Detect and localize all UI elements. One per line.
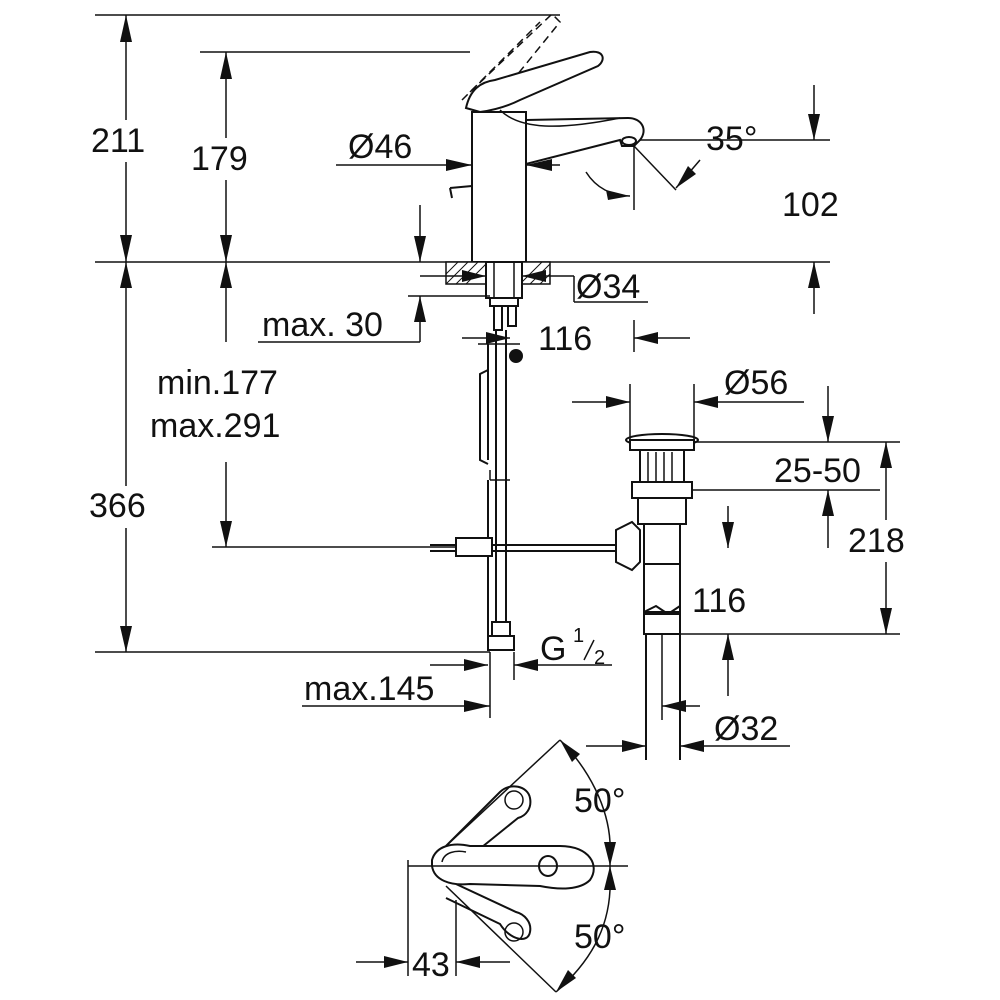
dim-waste-pipe-diameter: Ø32 [586,700,790,752]
label-max291: max.291 [150,407,280,445]
label-min177: min.177 [157,364,278,402]
label-d56: Ø56 [724,364,788,402]
dim-lever-offset: 43 [356,860,510,984]
label-thread-g: G [540,630,566,668]
label-50deg-top: 50° [574,782,625,820]
dim-waste-diameter: Ø56 [572,364,804,440]
label-102: 102 [782,186,839,224]
lever-top-view: 50° 50° [408,739,628,993]
dim-max-hose: max.145 [302,652,515,718]
label-366: 366 [89,487,146,525]
label-179: 179 [191,140,248,178]
pull-rod-knob [509,349,523,363]
hoses-and-rod [430,330,616,651]
label-max30: max. 30 [262,306,383,344]
label-116-bottom: 116 [692,582,746,620]
dim-spout-reach: 102 [782,85,839,314]
label-max145: max.145 [304,670,434,708]
dim-waste-plug-range: 25-50 [692,386,900,548]
waste-assembly [615,433,699,760]
dim-deck-to-connection: 366 [88,262,164,652]
dim-total-height: 211 [88,15,164,262]
dim-spout-height: 179 [188,52,264,262]
label-thread-den: 2 [594,647,605,669]
label-43: 43 [412,946,450,984]
label-35deg: 35° [706,120,757,158]
dim-spout-angle: 35° [585,120,830,210]
dim-waste-length: 218 [846,442,920,634]
dim-hole-diameter: Ø34 [420,268,648,306]
dim-max-deck: max. 30 [258,205,490,344]
label-25-50: 25-50 [774,452,861,490]
dim-body-diameter: Ø46 [336,128,560,171]
label-50deg-bottom: 50° [574,918,625,956]
label-211: 211 [91,122,145,160]
dim-connection-range: min.177 max.291 [150,262,456,548]
label-d34: Ø34 [576,268,640,306]
dim-thread: G 1 2 [430,625,612,671]
label-thread-num: 1 [573,625,584,647]
dim-spout-offset: 116 [462,320,690,358]
label-218: 218 [848,522,905,560]
dim-waste-offset: 116 [680,506,900,696]
label-116-top: 116 [538,320,592,358]
label-d32: Ø32 [714,710,778,748]
faucet-side-view [449,12,645,263]
label-d46: Ø46 [348,128,412,166]
